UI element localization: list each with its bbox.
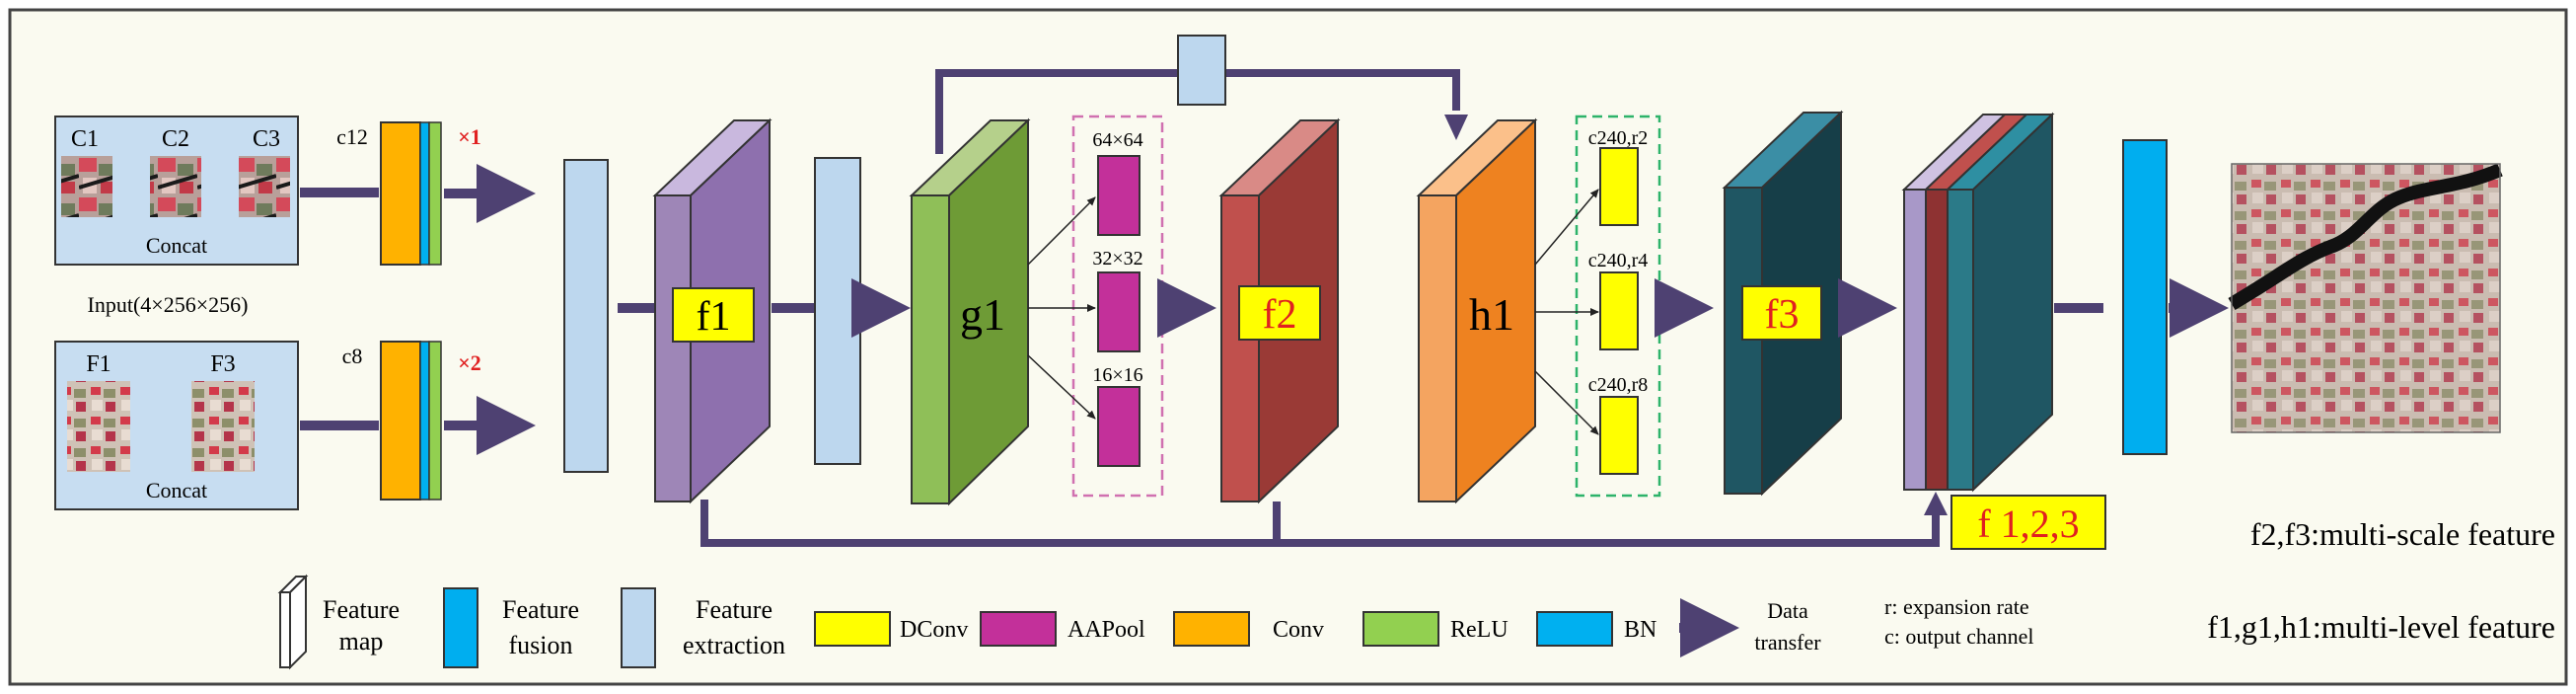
feature-map-h1 [1416,117,1538,504]
tile-c1-label: C1 [71,126,99,152]
tile-c2-label: C2 [162,126,189,152]
legend-feature-fusion-line1: Feature [502,595,579,624]
aapool-size-32: 32×32 [1092,248,1142,270]
bottom-fusion-connector [700,500,1940,547]
legend-bn-label: BN [1624,617,1656,643]
conv-bottom-block [380,341,421,501]
input-bottom-caption: Concat [146,478,207,502]
aapool-block-16 [1097,386,1141,467]
tile-c3-label: C3 [253,126,280,152]
legend-conv-swatch [1173,611,1250,647]
h1-to-dconv-r2-line [1534,189,1599,266]
legend-key-output-channel: c: output channel [1884,624,2034,649]
legend-feature-extraction-swatch [621,587,656,668]
fused-feature-stack [1901,112,2055,493]
feature-fusion-block [2122,139,2168,455]
dconv-block-r2 [1599,147,1639,226]
relu-top-strip [428,121,442,266]
legend-feature-map-line2: map [339,627,384,655]
conv-top-block [380,121,421,266]
feature-extraction-block-2 [814,157,861,465]
tile-f3-image [191,381,255,472]
fused-label-box [1950,495,2106,550]
conv-top-channel-label: c12 [336,124,368,149]
legend-relu-label: ReLU [1450,617,1509,643]
legend-data-transfer-line2: transfer [1754,630,1821,655]
legend-dconv-label: DConv [900,617,968,643]
legend-data-transfer-line1: Data [1767,598,1808,623]
dconv-label-r2: c240,r2 [1588,127,1649,149]
legend-feature-map-line1: Feature [323,595,400,624]
input-shape-label: Input(4×256×256) [88,292,249,317]
bottom-fusion-arrowhead [1924,492,1948,515]
repeat-top-label: ×1 [458,124,481,149]
dconv-block-r4 [1599,271,1639,350]
legend-bn-swatch [1536,611,1613,647]
f2-label-box [1238,285,1321,341]
h1-to-dconv-r8-line [1534,370,1599,435]
feature-map-g1 [909,117,1031,506]
legend-feature-extraction-line2: extraction [683,631,785,659]
tile-f3-label: F3 [210,351,235,377]
g1-to-aapool16-line [1027,354,1096,420]
legend-feature-extraction-line1: Feature [696,595,773,624]
skip-feature-extraction-block [1177,35,1226,106]
legend-aapool-swatch [980,611,1057,647]
f2-label: f2 [1263,292,1297,338]
legend-relu-swatch [1362,611,1439,647]
note-multi-level: f1,g1,h1:multi-level feature [2207,609,2555,645]
aapool-block-64 [1097,155,1141,236]
bn-bottom-strip [419,341,430,501]
tile-f1-image [67,381,130,472]
legend-feature-fusion-line2: fusion [509,631,573,659]
tile-f1-label: F1 [86,351,110,377]
legend-feature-map-icon [277,574,309,670]
fused-label: f 1,2,3 [1977,501,2079,546]
note-multi-scale: f2,f3:multi-scale feature [2250,516,2555,552]
f3-label: f3 [1765,292,1800,338]
dconv-label-r8: c240,r8 [1588,374,1649,396]
f1-label: f1 [697,294,731,340]
f1-label-box [672,287,755,343]
aapool-size-64: 64×64 [1092,129,1142,151]
legend-feature-fusion-swatch [443,587,478,668]
legend-key-expansion-rate: r: expansion rate [1884,594,2029,619]
dconv-label-r4: c240,r4 [1588,250,1649,271]
tile-c3-image [239,156,290,217]
legend-conv-label: Conv [1273,617,1324,643]
feature-extraction-block-1 [563,159,609,473]
repeat-bottom-label: ×2 [458,350,481,375]
bn-top-strip [419,121,430,266]
dconv-block-r8 [1599,396,1639,475]
relu-bottom-strip [428,341,442,501]
f3-label-box [1741,285,1822,341]
output-prediction-image [2228,163,2503,433]
input-top-caption: Concat [146,233,207,258]
g1-label: g1 [960,289,1005,340]
legend-dconv-swatch [814,611,891,647]
tile-c1-image [61,156,112,217]
g1-to-aapool64-line [1027,196,1096,266]
aapool-block-32 [1097,271,1141,352]
skip-g1-to-h1-arrowhead [1444,115,1468,140]
conv-bottom-channel-label: c8 [342,344,363,368]
tile-c2-image [150,156,201,217]
legend-aapool-label: AAPool [1067,617,1145,643]
aapool-size-16: 16×16 [1092,364,1142,386]
legend: Feature map Feature fusion Feature extra… [277,574,2034,670]
h1-label: h1 [1469,289,1514,340]
